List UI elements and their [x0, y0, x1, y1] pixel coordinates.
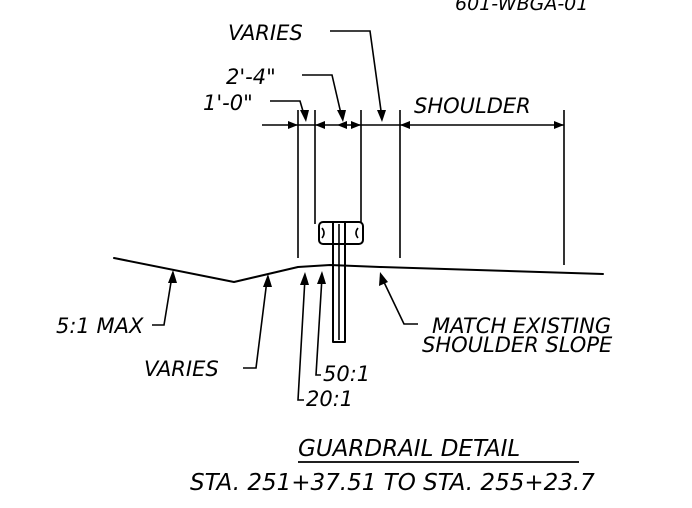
leader-varies-top: [330, 30, 383, 119]
label-varies-top: VARIES: [228, 21, 303, 45]
leader-varies-bottom: [243, 279, 268, 369]
leader-slope-max: [152, 275, 173, 326]
leader-match: [381, 277, 418, 325]
label-1-0: 1'-0": [203, 91, 253, 115]
label-slope-20: 20:1: [306, 387, 353, 411]
leader-1-0: [270, 100, 306, 119]
sheet-reference: 601-WBGA-01: [455, 0, 588, 15]
arrowhead: [379, 272, 388, 286]
arrowhead: [377, 110, 386, 122]
guardrail-post: [332, 221, 346, 343]
arrowhead: [300, 110, 309, 122]
arrowhead: [351, 121, 361, 129]
leader-slope-50: [315, 276, 323, 376]
station-range: STA. 251+37.51 TO STA. 255+23.7: [190, 470, 595, 496]
ground-profile-line: [113, 257, 604, 283]
arrowhead: [288, 121, 298, 129]
leader-slope-20: [297, 277, 306, 401]
arrowhead: [337, 121, 347, 129]
w-beam-corrugation: [321, 227, 359, 239]
label-shoulder: SHOULDER: [414, 94, 531, 118]
arrowhead: [300, 272, 309, 285]
arrowhead: [263, 274, 272, 287]
label-match-line1: MATCH EXISTING: [432, 314, 611, 338]
label-match-line2: SHOULDER SLOPE: [422, 333, 613, 357]
arrowhead: [337, 110, 346, 122]
arrowhead: [168, 270, 177, 283]
label-slope-max: 5:1 MAX: [56, 314, 144, 338]
label-2-4: 2'-4": [226, 65, 276, 89]
detail-title: GUARDRAIL DETAIL: [298, 436, 520, 462]
arrowhead: [315, 121, 325, 129]
arrowhead: [400, 121, 410, 129]
leader-2-4: [302, 74, 343, 119]
label-slope-50: 50:1: [323, 362, 370, 386]
arrowhead: [554, 121, 564, 129]
label-varies-bottom: VARIES: [144, 357, 219, 381]
arrowhead: [317, 271, 326, 284]
